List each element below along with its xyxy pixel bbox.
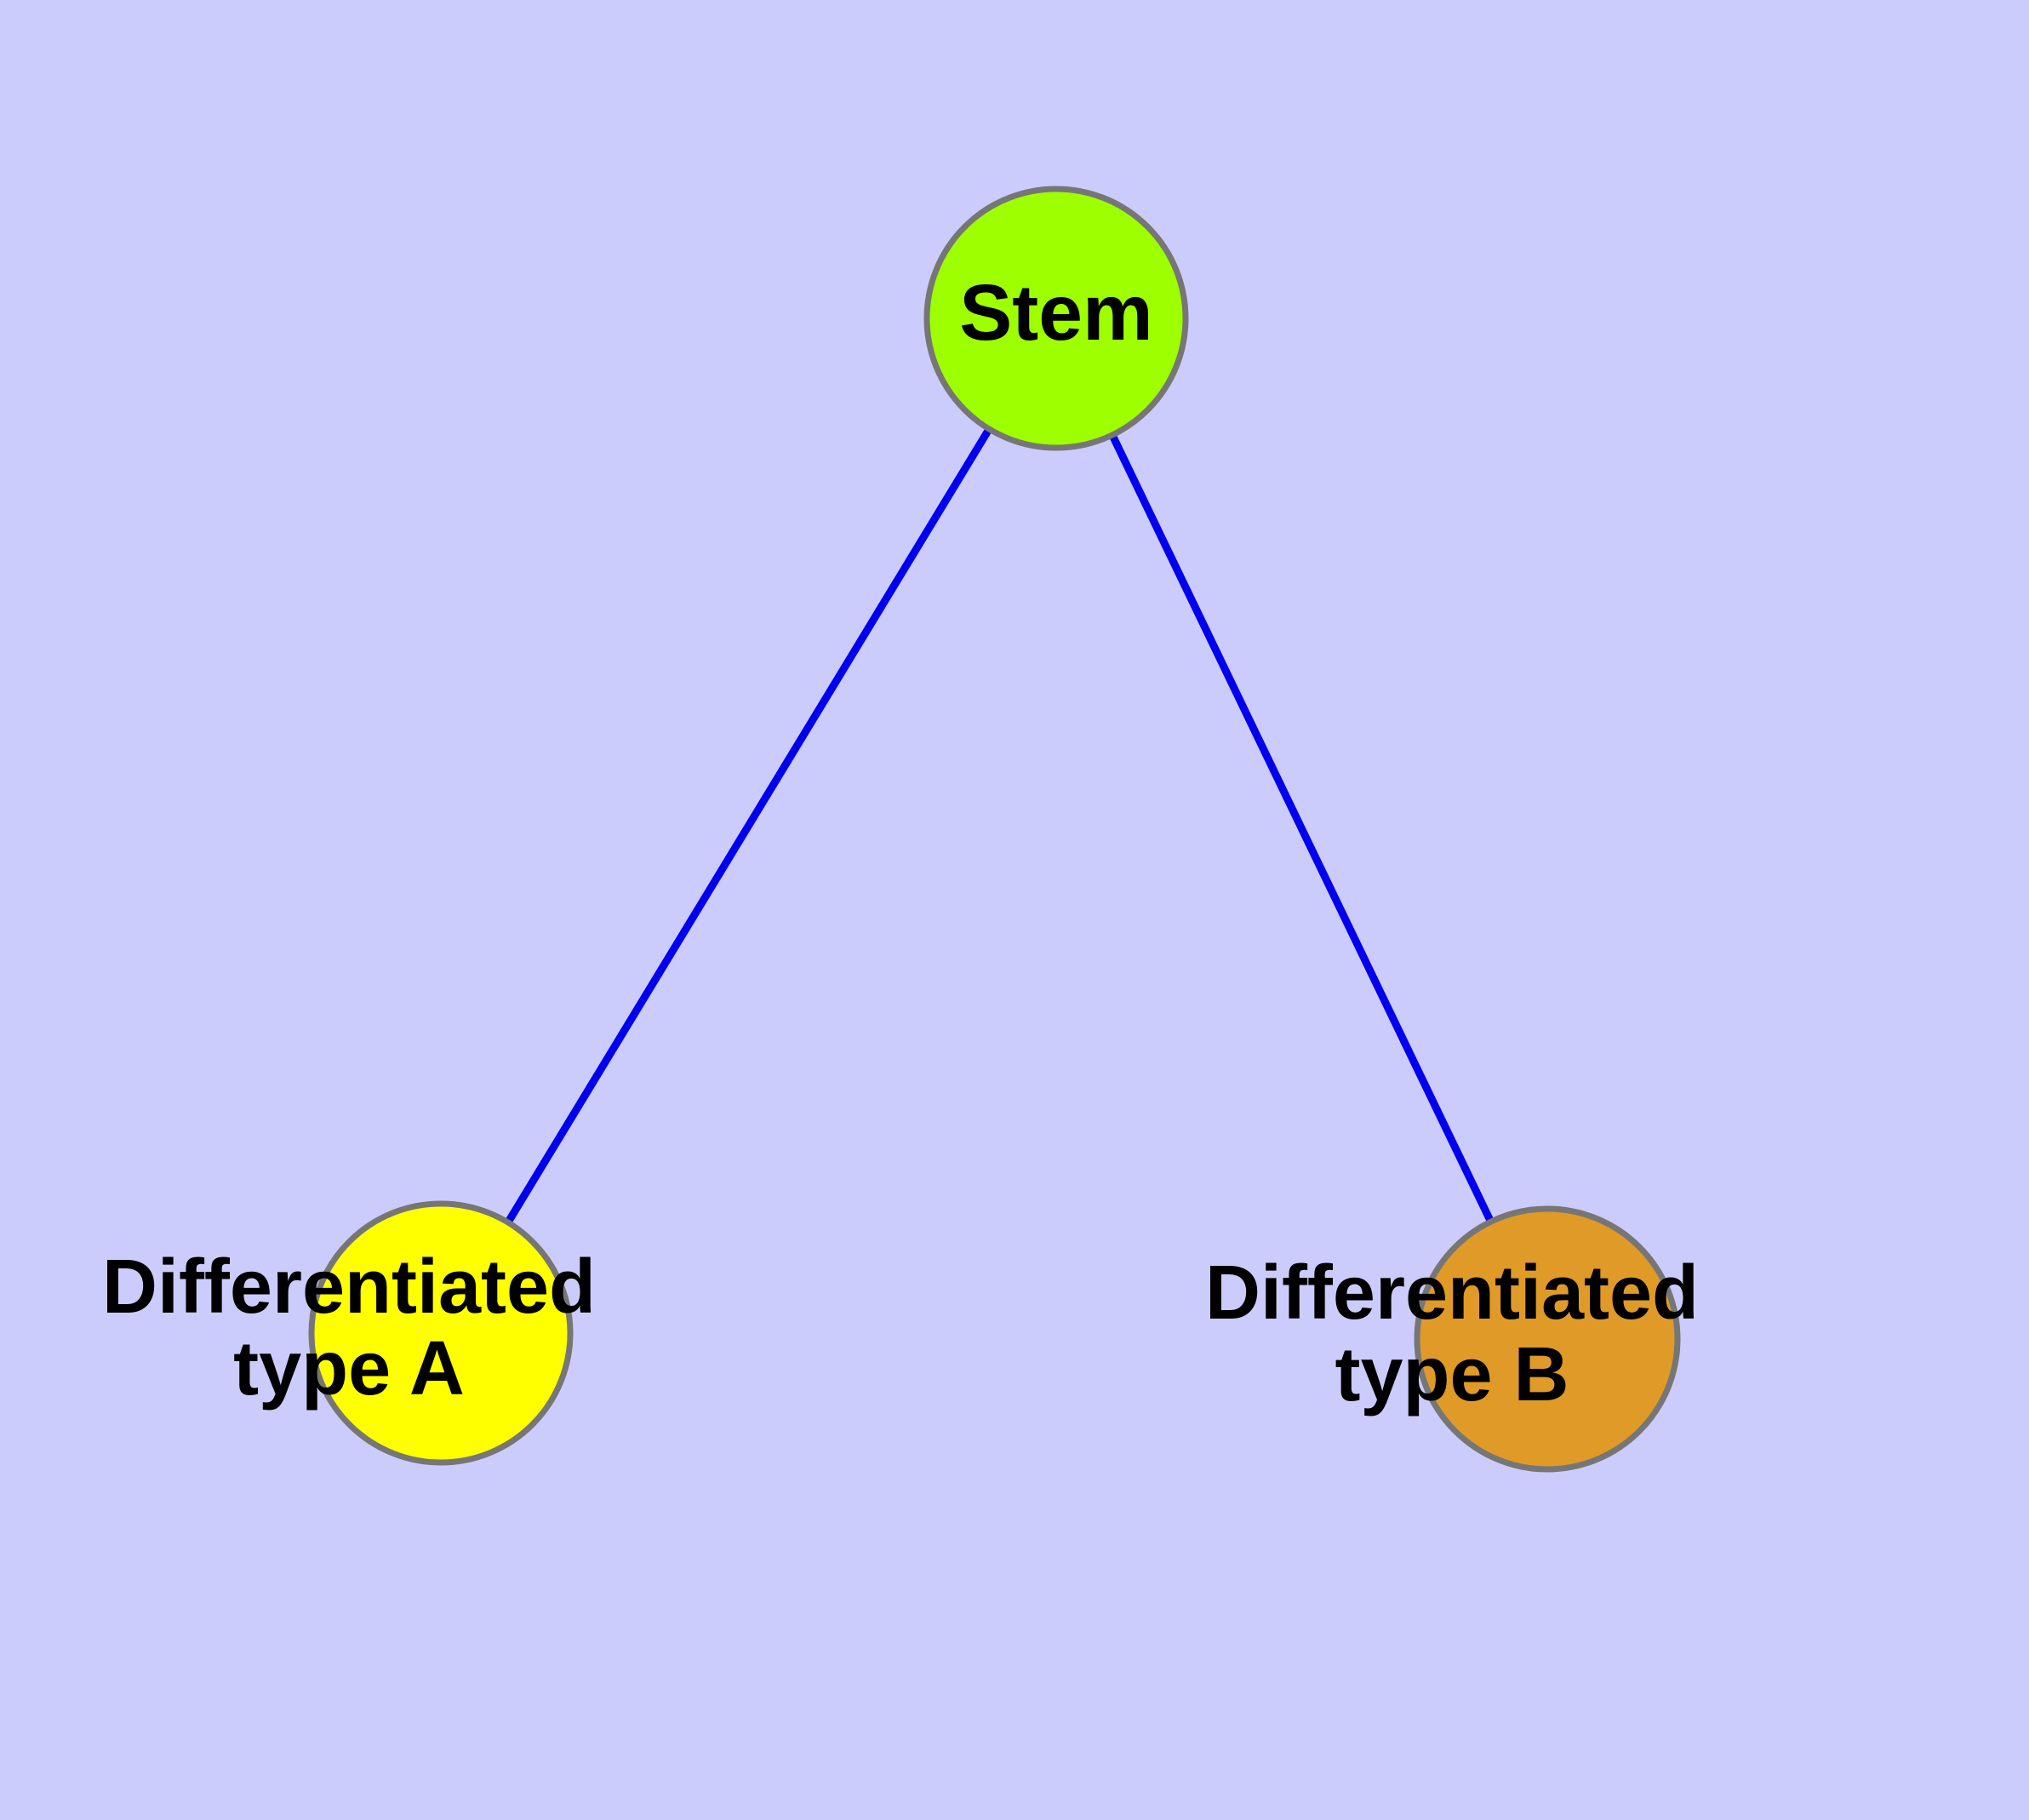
node-stem[interactable]: Stem — [923, 186, 1189, 451]
node-differentiated-type-a-circle[interactable] — [308, 1200, 574, 1466]
node-label-line: Differentiated — [1205, 1251, 1699, 1336]
edge-stem-to-differentiated-type-a[interactable] — [503, 425, 994, 1227]
edge-stem-to-differentiated-type-b[interactable] — [1107, 432, 1495, 1225]
node-differentiated-type-b-circle[interactable] — [1414, 1205, 1681, 1473]
node-label-line: type A — [233, 1326, 465, 1411]
node-stem-circle[interactable] — [923, 186, 1189, 451]
node-label-line: type B — [1335, 1332, 1569, 1417]
node-stem-label: Stem — [959, 268, 1152, 357]
edges-layer — [503, 425, 1495, 1227]
node-label-line: Differentiated — [102, 1245, 596, 1330]
node-label-line: Stem — [959, 268, 1152, 357]
